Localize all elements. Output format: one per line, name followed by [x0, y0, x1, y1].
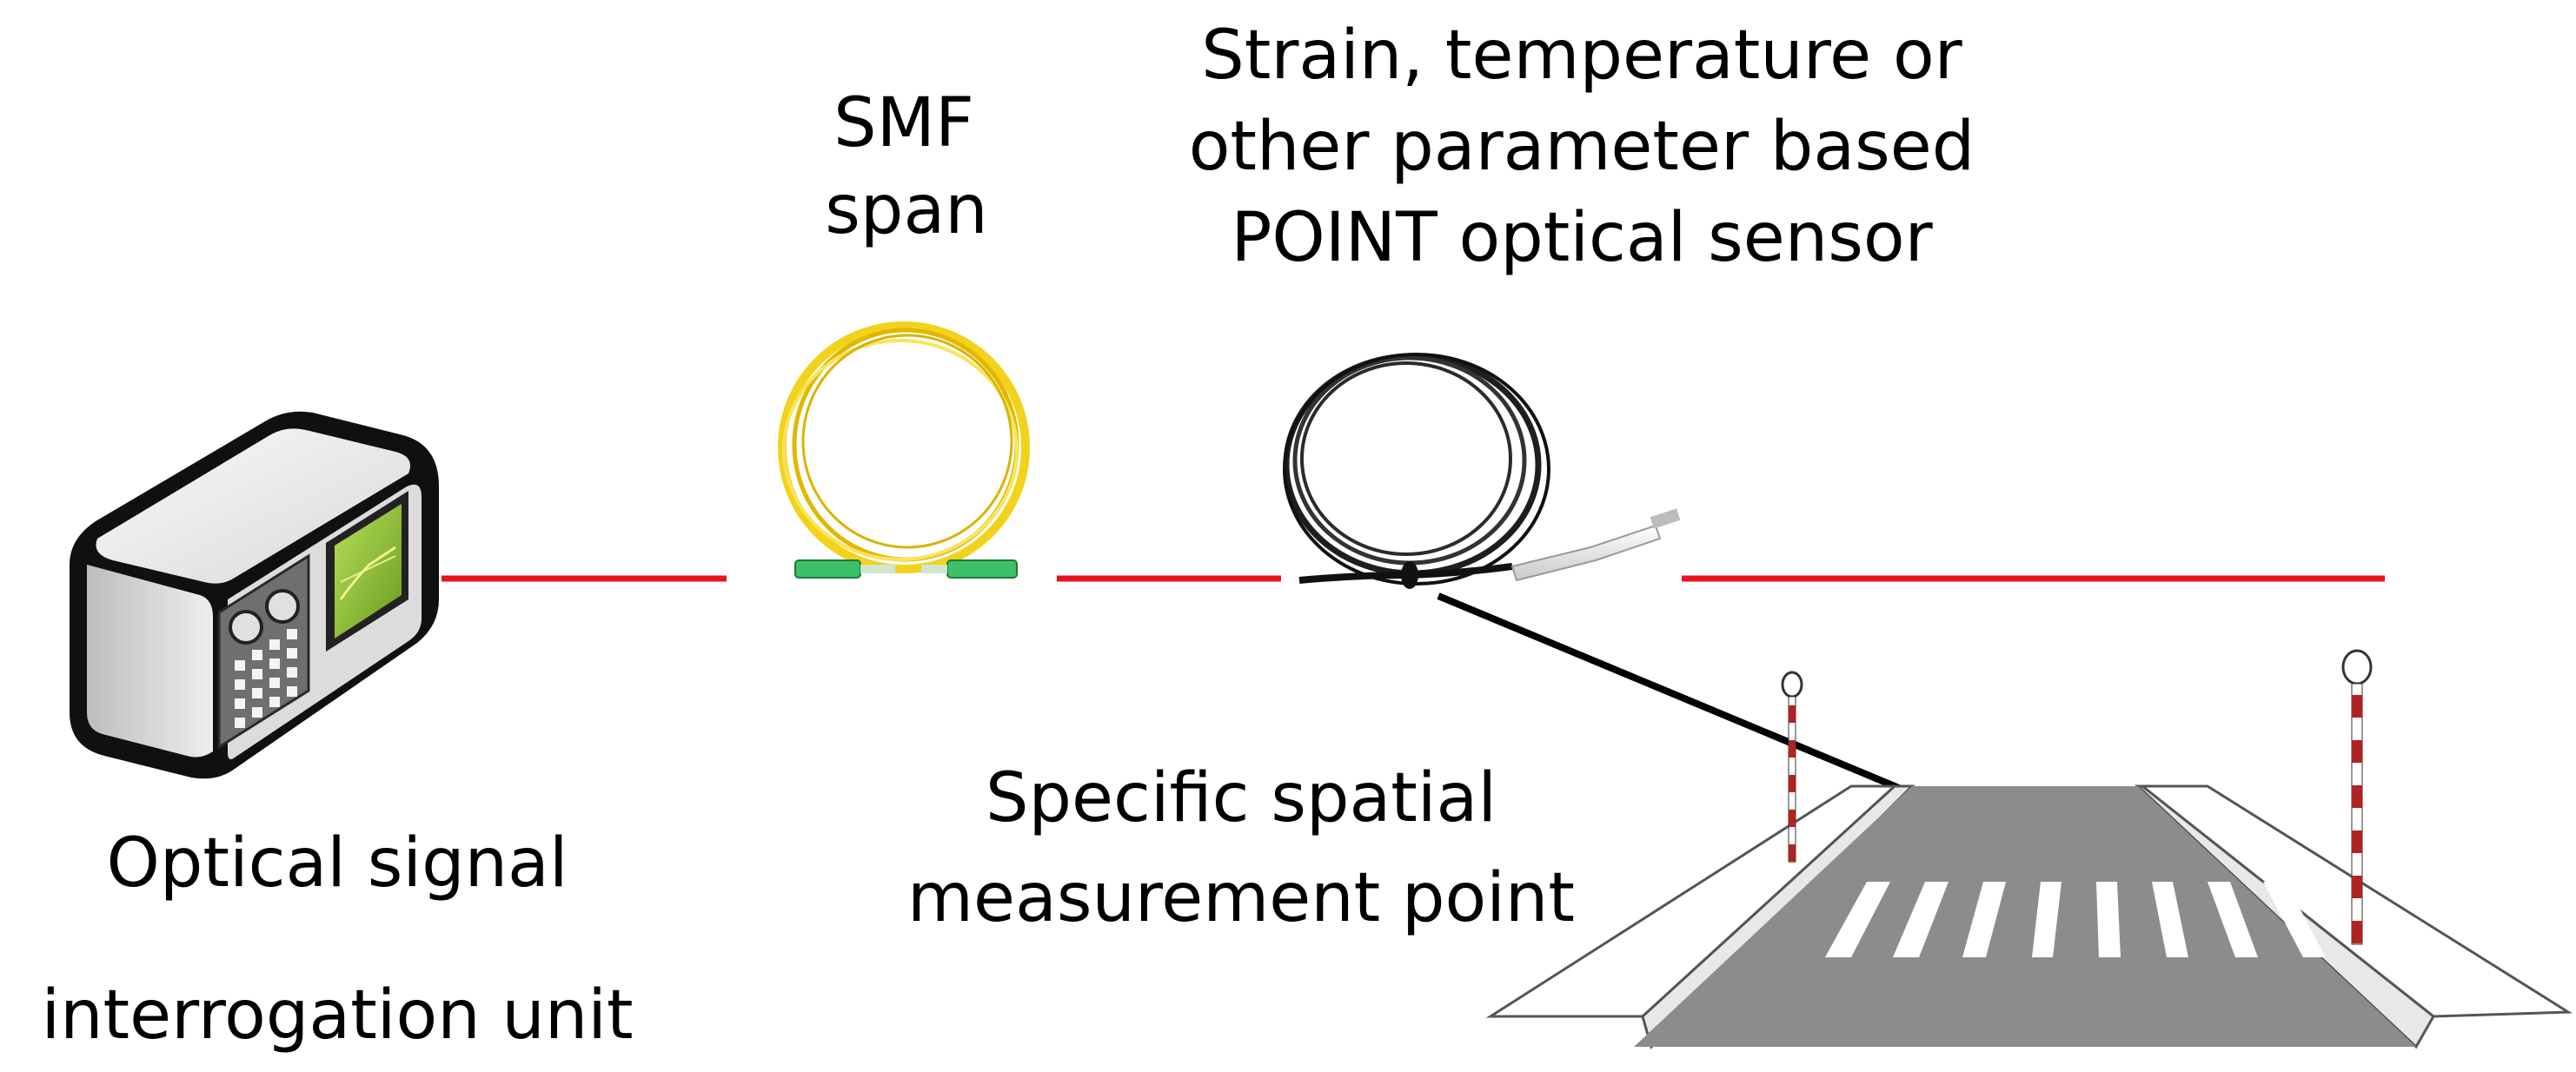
smf-connector-right [946, 559, 1018, 579]
zebra-stripes [1825, 882, 2326, 957]
right-pole [2341, 649, 2373, 945]
unit-label-line1: Optical signal [106, 824, 568, 903]
left-pole [1781, 671, 1803, 863]
pedestrian-crossing-icon [1485, 649, 2573, 1049]
point-label-line1: Specific spatial [986, 759, 1497, 837]
smf-label-line1: SMF [833, 84, 974, 162]
interrogation-unit-icon [70, 411, 439, 779]
smf-label-line2: span [825, 171, 987, 249]
point-label-line2: measurement point [907, 859, 1575, 937]
smf-fiber-coil-icon [778, 321, 1030, 579]
unit-label-line2: interrogation unit [41, 976, 633, 1055]
smf-connector-left [794, 559, 861, 579]
sensor-label-line1: Strain, temperature or [1201, 17, 1962, 95]
road-surface [1634, 786, 2416, 1047]
sensor-fiber-coil-icon [1283, 353, 1681, 589]
sensor-label-line2: other parameter based [1189, 108, 1975, 186]
sensor-label-line3: POINT optical sensor [1231, 199, 1933, 277]
